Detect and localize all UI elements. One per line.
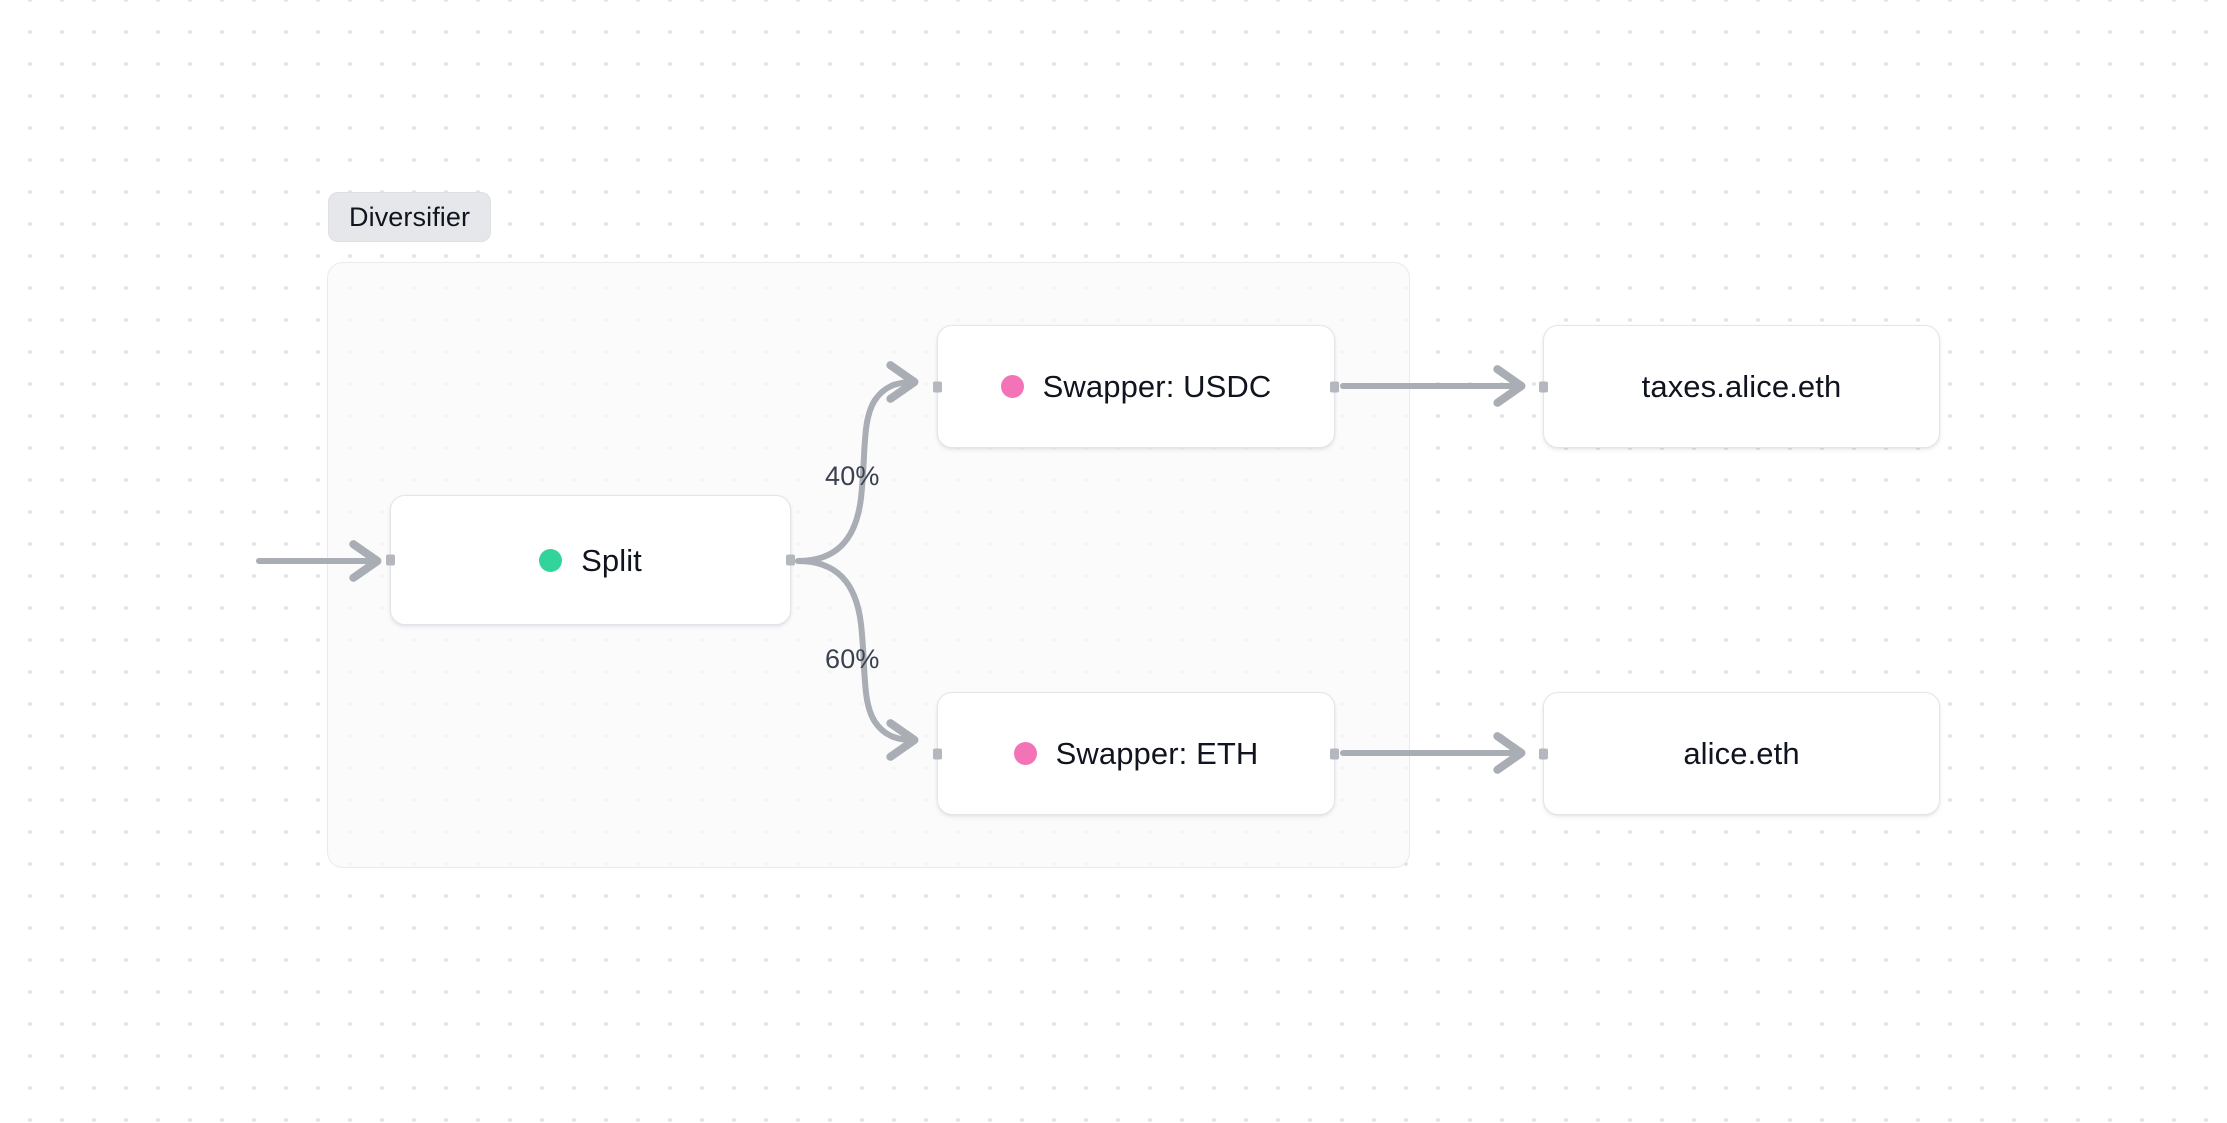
handle-target-taxes-alice-eth[interactable] [1539, 381, 1548, 392]
group-label-diversifier[interactable]: Diversifier [328, 192, 492, 242]
node-label-swapper-usdc: Swapper: USDC [1042, 369, 1272, 404]
node-swapper-eth[interactable]: Swapper: ETH [933, 692, 1339, 815]
handle-target-alice-eth[interactable] [1539, 748, 1548, 759]
status-dot-split [539, 548, 563, 572]
node-label-taxes-alice-eth: taxes.alice.eth [1641, 369, 1842, 404]
node-swapper-usdc[interactable]: Swapper: USDC [933, 325, 1339, 448]
node-alice-eth[interactable]: alice.eth [1539, 692, 1940, 815]
node-split[interactable]: Split [386, 495, 795, 625]
node-label-swapper-eth: Swapper: ETH [1055, 736, 1259, 771]
handle-source-swapper-eth[interactable] [1330, 748, 1339, 759]
handle-target-swapper-eth[interactable] [933, 748, 942, 759]
edge-label-60-percent: 60% [825, 644, 880, 674]
status-dot-swapper-usdc [1000, 375, 1024, 398]
handle-target-split[interactable] [386, 554, 395, 566]
handle-target-swapper-usdc[interactable] [933, 381, 942, 392]
node-label-split: Split [581, 542, 642, 578]
handle-source-split[interactable] [786, 554, 795, 566]
status-dot-swapper-eth [1013, 742, 1037, 765]
edge-label-40-percent: 40% [825, 461, 880, 491]
node-taxes-alice-eth[interactable]: taxes.alice.eth [1539, 325, 1940, 448]
node-label-alice-eth: alice.eth [1683, 736, 1800, 771]
handle-source-swapper-usdc[interactable] [1330, 381, 1339, 392]
